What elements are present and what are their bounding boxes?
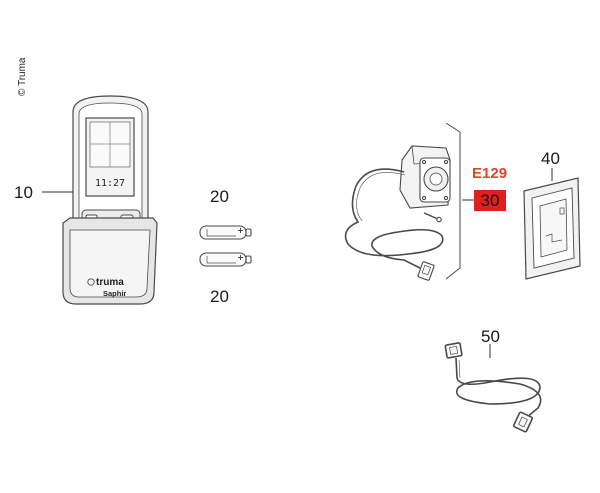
extension-cable [444,342,542,433]
part-label-20-top: 20 [210,187,229,206]
part-label-50: 50 [481,327,500,346]
battery-bottom [199,252,252,267]
standard-label: E129 [472,165,508,182]
battery-top [199,225,252,240]
remote-holder [62,217,158,305]
receiver-unit [344,122,461,281]
remote-control [72,95,149,233]
part-label-20-bottom: 20 [210,287,229,306]
mounting-frame [523,177,581,280]
remote-model: Saphir [103,289,126,298]
remote-brand: truma [96,277,124,288]
part-label-30: 30 [474,190,506,211]
remote-time-display: 11:27 [95,178,125,189]
part-label-10: 10 [14,183,33,202]
part-label-40: 40 [541,149,560,168]
